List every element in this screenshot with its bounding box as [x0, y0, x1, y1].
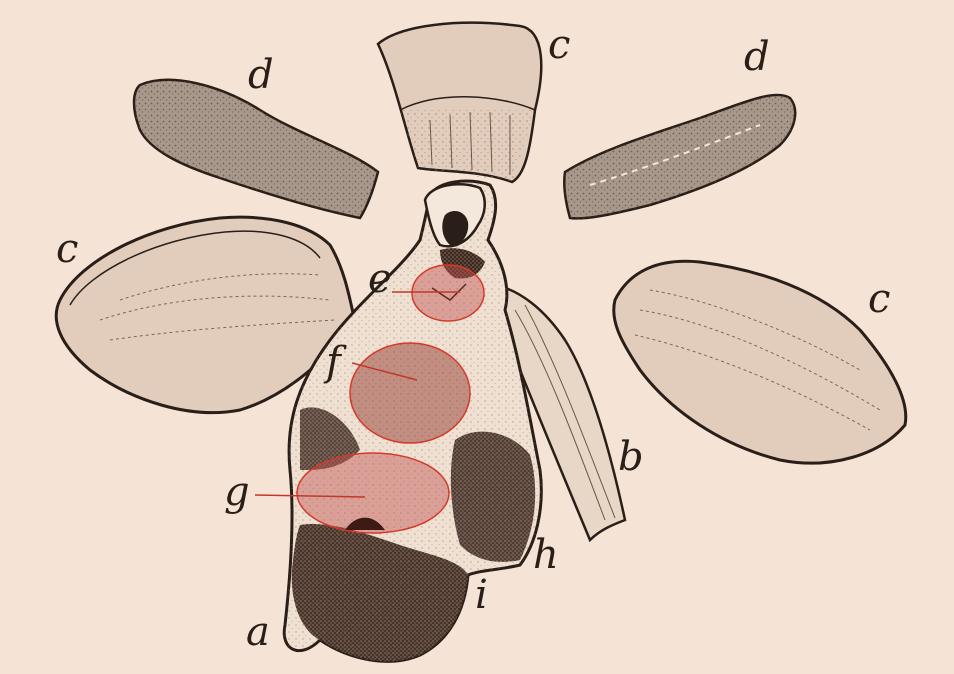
label-g: g — [224, 469, 250, 515]
label-c-top: c — [548, 22, 570, 68]
label-b: b — [618, 434, 644, 480]
right-petal — [564, 95, 795, 219]
dorsal-sepal — [378, 23, 541, 182]
label-c-left: c — [56, 226, 78, 272]
highlight-f — [350, 343, 470, 443]
label-h: h — [533, 532, 559, 578]
label-d-left: d — [248, 52, 274, 98]
label-i: i — [475, 572, 488, 618]
label-a: a — [246, 609, 270, 655]
label-c-right: c — [868, 276, 890, 322]
right-lateral-sepal — [614, 261, 906, 463]
label-e: e — [368, 256, 392, 302]
highlight-e — [412, 265, 484, 321]
label-d-right: d — [744, 34, 770, 80]
left-petal — [134, 80, 378, 218]
highlight-g — [297, 453, 449, 533]
